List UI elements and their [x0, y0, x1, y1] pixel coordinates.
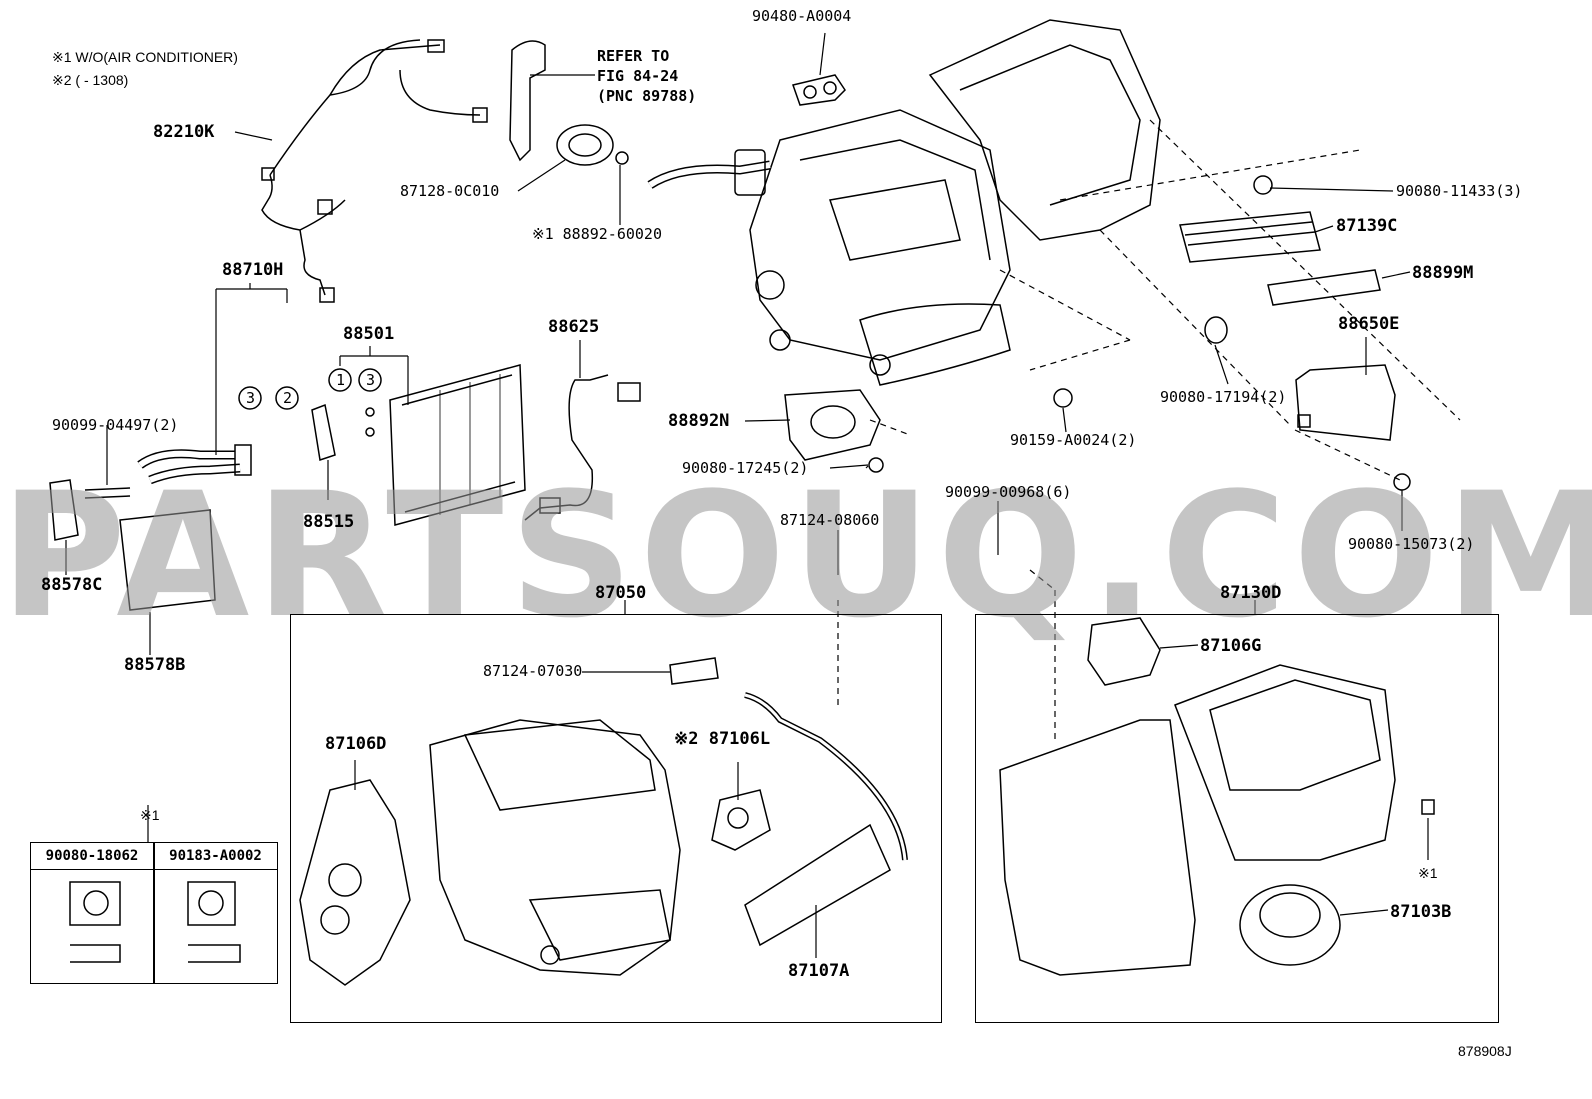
pad-88578 — [49, 479, 216, 611]
refer-part-shape — [509, 40, 629, 166]
part-88578c[interactable]: 88578C — [41, 575, 103, 595]
part-88710h[interactable]: 88710H — [222, 260, 284, 280]
refer-line-2: FIG 84-24 — [597, 67, 679, 85]
part-88515[interactable]: 88515 — [303, 512, 355, 532]
part-90080-11433[interactable]: 90080-11433(3) — [1396, 182, 1523, 200]
sensor-88625 — [524, 374, 641, 521]
part-90080-15073[interactable]: 90080-15073(2) — [1348, 535, 1475, 553]
refer-line-3: (PNC 89788) — [597, 87, 697, 105]
part-87107a[interactable]: 87107A — [788, 961, 850, 981]
leader-lines — [65, 32, 1411, 843]
group-box-87050 — [290, 614, 942, 1023]
wire-harness-82210k — [261, 39, 488, 303]
part-87124-07030[interactable]: 87124-07030 — [483, 662, 583, 680]
gasket-88892n — [784, 389, 881, 461]
table-col-1: 90080-18062 — [31, 843, 154, 870]
part-88892-60020[interactable]: ※1 88892-60020 — [532, 225, 662, 243]
part-88578b[interactable]: 88578B — [124, 655, 186, 675]
grommet-90480 — [792, 74, 846, 106]
refer-line-1: REFER TO — [597, 47, 670, 65]
part-90099-04497[interactable]: 90099-04497(2) — [52, 416, 179, 434]
part-87130d[interactable]: 87130D — [1220, 583, 1282, 603]
group-box-87130d — [975, 614, 1499, 1023]
dashed-leaders — [837, 119, 1461, 740]
part-88625[interactable]: 88625 — [548, 317, 600, 337]
part-87050[interactable]: 87050 — [595, 583, 647, 603]
part-90080-17245[interactable]: 90080-17245(2) — [682, 459, 809, 477]
figure-code: 878908J — [1458, 1043, 1512, 1059]
part-82210k[interactable]: 82210K — [153, 122, 215, 142]
circle-ref-1: 1 — [336, 371, 346, 389]
pipe-88710h — [84, 444, 252, 499]
bracket-88650e — [1295, 364, 1396, 441]
main-heater-unit — [647, 19, 1161, 386]
circle-ref-2: 2 — [283, 389, 293, 407]
part-87139c[interactable]: 87139C — [1336, 216, 1398, 236]
part-90099-00968[interactable]: 90099-00968(6) — [945, 483, 1072, 501]
circle-ref-3b: 3 — [366, 371, 376, 389]
part-90159-a0024[interactable]: 90159-A0024(2) — [1010, 431, 1137, 449]
part-87106d[interactable]: 87106D — [325, 734, 387, 754]
star-note-87130d: ※1 — [1418, 865, 1438, 881]
ref-circles — [238, 368, 382, 410]
unit-87130d-drawing — [999, 617, 1435, 976]
part-87124-08060[interactable]: 87124-08060 — [780, 511, 880, 529]
note-2: ※2 ( - 1308) — [52, 72, 129, 88]
part-88892n[interactable]: 88892N — [668, 411, 730, 431]
filter-87139c — [868, 175, 1411, 491]
part-87106g[interactable]: 87106G — [1200, 636, 1262, 656]
table-divider — [153, 843, 155, 983]
note-1: ※1 W/O(AIR CONDITIONER) — [52, 49, 238, 65]
part-87103b[interactable]: 87103B — [1390, 902, 1452, 922]
circle-ref-3a: 3 — [246, 389, 256, 407]
evaporator-88501 — [311, 364, 526, 526]
unit-87050-drawing — [299, 657, 908, 986]
part-87106l[interactable]: ※2 87106L — [674, 729, 771, 749]
part-90480-a0004[interactable]: 90480-A0004 — [752, 7, 852, 25]
table-drawing — [69, 881, 241, 963]
part-90080-17194[interactable]: 90080-17194(2) — [1160, 388, 1287, 406]
part-88650e[interactable]: 88650E — [1338, 314, 1400, 334]
part-88899m[interactable]: 88899M — [1412, 263, 1474, 283]
table-col-2: 90183-A0002 — [154, 843, 277, 870]
part-87128-0c010[interactable]: 87128-0C010 — [400, 182, 500, 200]
part-88501[interactable]: 88501 — [343, 324, 395, 344]
note-table: 90080-18062 90183-A0002 — [30, 842, 278, 984]
star-note-table: ※1 — [140, 807, 160, 823]
